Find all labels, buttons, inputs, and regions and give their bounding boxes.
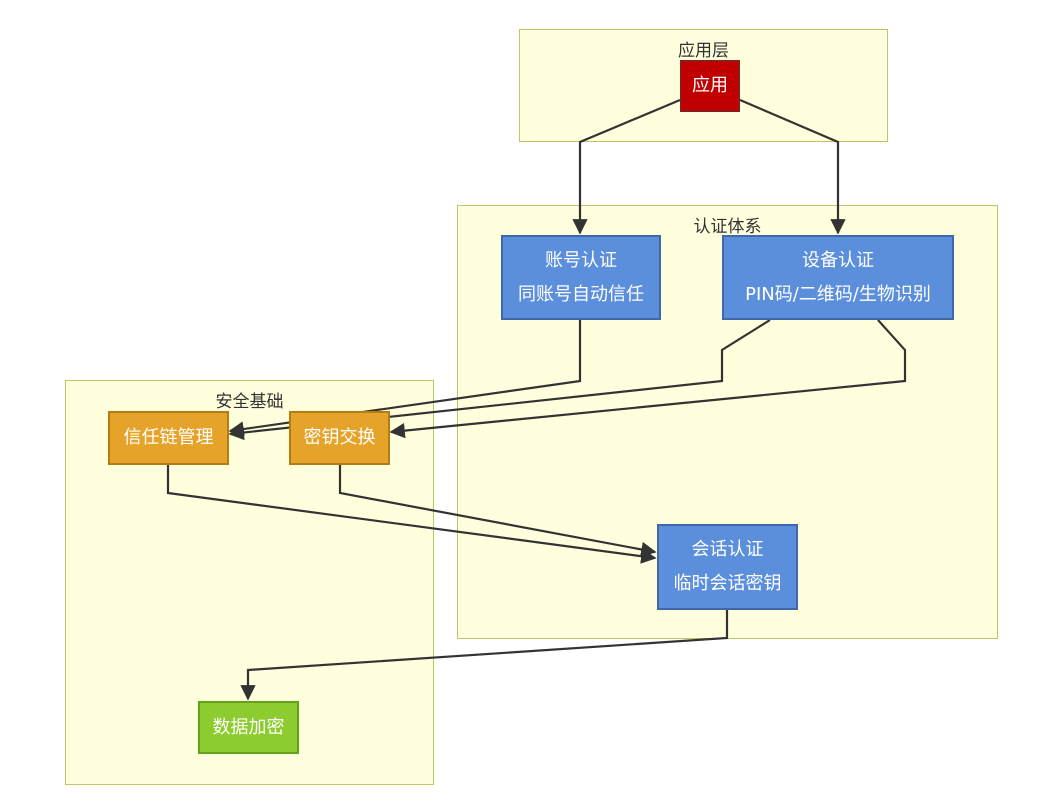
node-trust-chain[interactable]: 信任链管理: [108, 411, 229, 465]
node-key-exchange-label: 密钥交换: [303, 427, 376, 448]
cluster-label-security-base: 安全基础: [215, 392, 284, 412]
node-device-auth[interactable]: 设备认证 PIN码/二维码/生物识别: [722, 235, 954, 320]
node-key-exchange[interactable]: 密钥交换: [289, 411, 390, 465]
node-session-auth[interactable]: 会话认证 临时会话密钥: [657, 524, 798, 610]
node-session-auth-subtitle: 临时会话密钥: [673, 573, 782, 594]
node-device-auth-subtitle: PIN码/二维码/生物识别: [745, 283, 931, 305]
node-account-auth-title: 账号认证: [545, 249, 617, 271]
node-app[interactable]: 应用: [680, 60, 740, 112]
node-device-auth-title: 设备认证: [802, 249, 874, 271]
node-session-auth-title: 会话认证: [691, 539, 764, 560]
node-account-auth-subtitle: 同账号自动信任: [518, 283, 644, 305]
cluster-label-auth-system: 认证体系: [693, 217, 762, 237]
node-trust-chain-label: 信任链管理: [123, 427, 214, 448]
node-account-auth[interactable]: 账号认证 同账号自动信任: [501, 235, 661, 320]
node-data-encryption-label: 数据加密: [212, 716, 285, 738]
cluster-label-app-layer: 应用层: [678, 41, 729, 61]
node-data-encryption[interactable]: 数据加密: [198, 701, 299, 754]
node-app-label: 应用: [692, 75, 728, 96]
